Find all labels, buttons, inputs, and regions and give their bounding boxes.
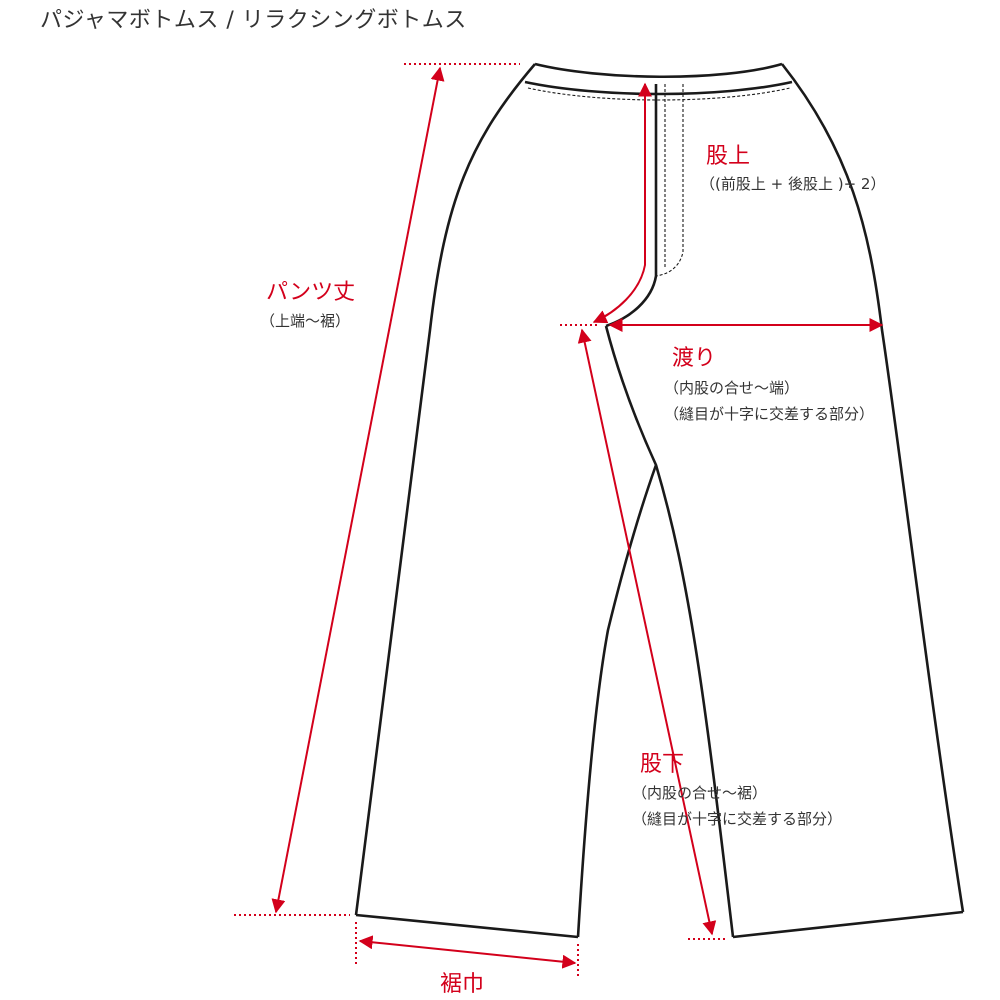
length-label: パンツ丈: [266, 280, 356, 305]
inseam-label: 股下: [640, 752, 685, 777]
inseam-arrow: [577, 328, 717, 936]
rise-label: 股上: [706, 144, 751, 169]
rise-note: （(前股上 + 後股上 )÷ 2）: [700, 175, 886, 193]
hem-label: 裾巾: [440, 972, 485, 997]
page-title: パジャマボトムス / リラクシングボトムス: [40, 8, 467, 33]
thigh-note-2: （縫目が十字に交差する部分）: [664, 405, 875, 423]
inseam-note-1: （内股の合せ〜裾）: [632, 784, 768, 802]
thigh-note-1: （内股の合せ〜端）: [664, 379, 800, 397]
rise-line: [592, 82, 652, 324]
thigh-label: 渡り: [672, 346, 717, 371]
hem-arrow: [358, 935, 577, 969]
guide-lines: [234, 63, 728, 978]
length-note: （上端〜裾）: [260, 312, 351, 330]
length-arrow: [271, 66, 445, 914]
stitching: [527, 84, 791, 277]
inseam-note-2: （縫目が十字に交差する部分）: [632, 810, 843, 828]
